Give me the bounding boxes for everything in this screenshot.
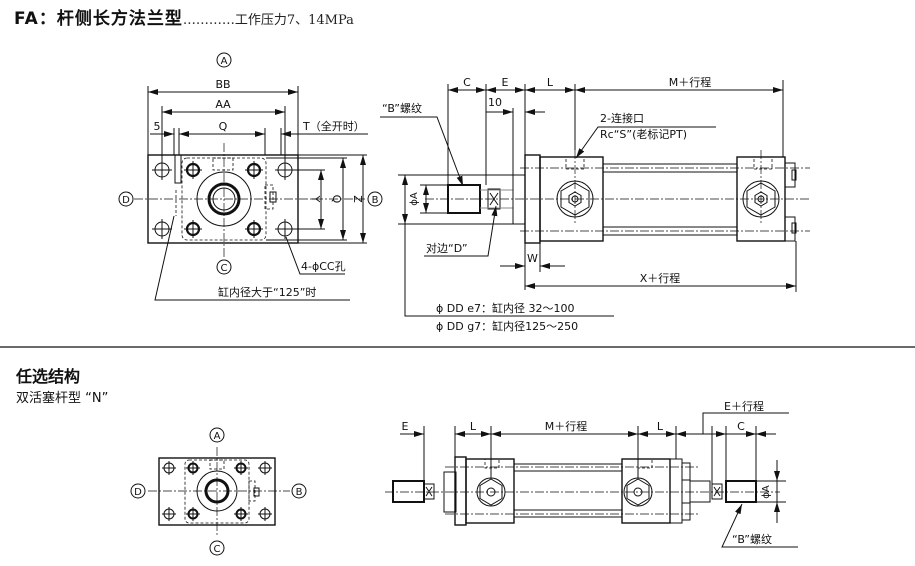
option-tie-rod-nuts <box>186 461 248 521</box>
option-dim-c-label: C <box>737 420 745 433</box>
option-cap-cover <box>621 458 671 524</box>
flange-plate <box>147 154 299 244</box>
port-leader <box>575 126 716 159</box>
dim-aa-label: AA <box>215 98 231 111</box>
marker-a-label: A <box>221 56 228 67</box>
hole-note: 4-ϕCC孔 <box>301 260 346 273</box>
dim-q-vertical-label: Q <box>330 195 343 204</box>
option-dim-e-stroke-label: E＋行程 <box>724 400 764 413</box>
bore-leader <box>154 215 350 301</box>
marker-c-label: C <box>221 263 228 274</box>
option-thread-leader <box>721 503 798 548</box>
dim-z-label: Z <box>351 195 364 203</box>
dim-w-label: W <box>527 252 538 265</box>
marker-b-label: B <box>372 195 379 206</box>
rod-circle <box>207 182 241 216</box>
option-e-stroke-leader <box>702 412 789 434</box>
thread-leader <box>380 116 464 187</box>
option-thread-note: “B”螺纹 <box>732 532 772 546</box>
port-note-line1: 2-连接口 <box>600 112 644 125</box>
flange-slot <box>174 154 182 184</box>
option-marker-d: D <box>130 483 146 499</box>
title-leader: ………… <box>182 13 235 28</box>
port-note-line2: Rc“S”(老标记PT) <box>600 127 687 141</box>
thread-note: “B”螺纹 <box>382 101 422 115</box>
page-title: FA：杆侧长方法兰型…………工作压力7、14MPa <box>14 4 354 29</box>
marker-d: D <box>118 191 134 207</box>
title-separator: ： <box>38 9 57 29</box>
marker-b: B <box>367 191 383 207</box>
marker-d-label: D <box>122 195 130 206</box>
option-head-cover <box>465 458 515 524</box>
dim-t-label: T（全开时） <box>302 119 365 133</box>
dd-e7-note: ϕ DD e7：缸内径 32～100 <box>436 301 574 315</box>
options-title: 任选结构 <box>16 367 81 386</box>
flats-note: 对边“D” <box>426 241 468 255</box>
option-front-view: A B C D <box>130 427 307 556</box>
dim-10-label: 10 <box>488 96 502 109</box>
option-side-view: E L M＋行程 L E＋行程 C ϕA “B”螺纹 <box>385 400 798 548</box>
dim-y-label: Y <box>309 195 322 203</box>
dim-phi-a-label: ϕA <box>409 192 420 206</box>
side-view: C E L M＋行程 10 “B”螺纹 2-连接口 Rc“S”(老标记PT) ϕ… <box>380 76 810 333</box>
option-dim-e-label: E <box>402 420 409 433</box>
tie-rod-nuts <box>184 161 263 238</box>
hole-leader <box>285 236 345 275</box>
dim-l-label: L <box>547 76 554 89</box>
marker-c: C <box>216 259 232 275</box>
option-marker-a-label: A <box>214 431 221 442</box>
dd-g7-note: ϕ DD g7：缸内径125～250 <box>436 319 578 333</box>
marker-a: A <box>216 52 232 68</box>
option-dim-phi-a-label: ϕA <box>761 485 772 499</box>
dd-leader <box>404 224 614 317</box>
front-view: A B C D <box>118 52 383 301</box>
flats-leader <box>424 205 498 257</box>
rod-cover-circle <box>196 171 252 227</box>
option-dim-l-left-label: L <box>470 420 477 433</box>
bore-note: 缸内径大于“125”时 <box>218 285 316 299</box>
dim-bb-label: BB <box>215 78 230 91</box>
dim-x-stroke-label: X＋行程 <box>640 272 681 285</box>
dim-q-horizontal-label: Q <box>219 120 228 133</box>
dim-5-label: 5 <box>154 120 161 133</box>
dim-m-stroke-label: M＋行程 <box>669 76 712 89</box>
options-subtitle: 双活塞杆型 “N” <box>16 391 109 406</box>
model-name: 杆侧长方法兰型 <box>56 9 183 29</box>
option-marker-a: A <box>209 427 225 443</box>
option-marker-b: B <box>291 483 307 499</box>
working-pressure: 工作压力7、14MPa <box>234 13 354 28</box>
option-dim-l-right-label: L <box>657 420 664 433</box>
model-code: FA <box>14 9 39 29</box>
dim-c-label: C <box>463 76 471 89</box>
option-marker-c-label: C <box>214 544 221 555</box>
option-marker-c: C <box>209 540 225 556</box>
option-dim-m-stroke-label: M＋行程 <box>545 420 588 433</box>
port-hidden <box>212 157 234 171</box>
option-marker-b-label: B <box>296 487 303 498</box>
option-mounting-holes <box>162 461 272 521</box>
dim-e-label: E <box>502 76 509 89</box>
option-marker-d-label: D <box>134 487 142 498</box>
